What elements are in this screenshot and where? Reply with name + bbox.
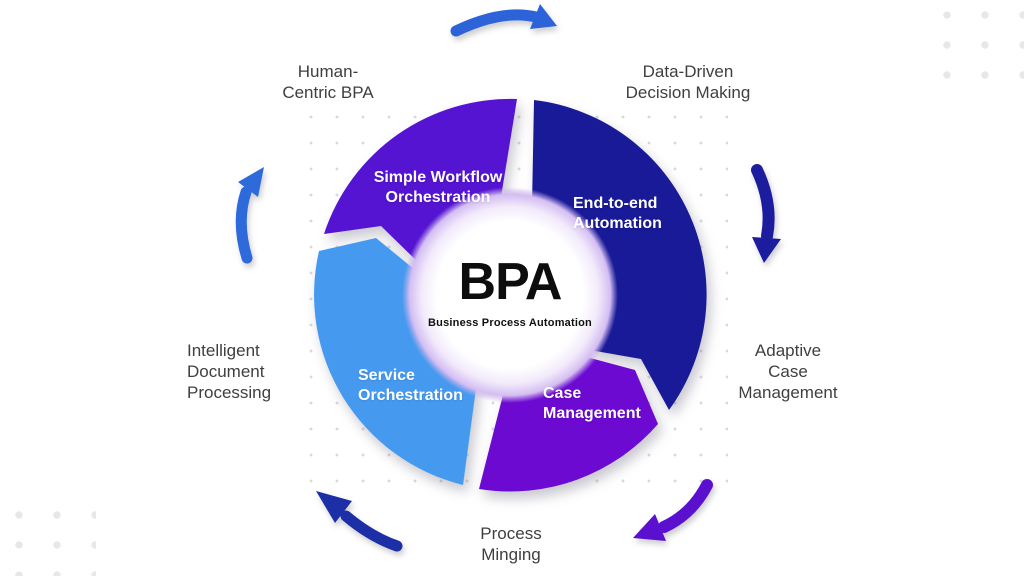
label-line: Data-Driven [642,62,734,81]
label-line: Human- [297,62,359,81]
label-adaptive-case-management: Adaptive Case Management [708,340,868,403]
segment-label-line: Service [358,367,415,384]
label-line: Processing [187,383,272,402]
label-process-minging: Process Minging [431,523,591,565]
center-circle [402,187,618,403]
segment-label-line: Automation [573,214,662,232]
dot-pattern-top-right [928,0,1024,84]
cycle-arrow-top-icon [450,4,557,37]
label-line: Management [738,383,838,402]
label-line: Adaptive [754,341,822,360]
segment-simple-workflow-orchestration [324,98,517,267]
segment-label-simple-workflow: Simple Workflow Orchestration [352,168,524,207]
cycle-arrow-bottom-right-icon [633,479,713,541]
segment-service-orchestration [314,238,477,485]
label-intelligent-document-processing: Intelligent Document Processing [187,340,271,403]
cycle-arrow-bottom-left-icon [316,491,403,552]
label-line: Document [187,362,265,381]
label-data-driven-decision-making: Data-Driven Decision Making [588,61,788,103]
label-line: Centric BPA [282,83,374,102]
segment-label-line: Orchestration [385,188,491,206]
segment-label-end-to-end: End-to-end Automation [573,194,662,233]
cycle-arrows [235,4,781,552]
segment-label-line: Management [543,404,641,422]
segment-label-line: Orchestration [358,386,463,404]
cycle-arrow-right-icon [751,164,781,263]
segment-end-to-end-automation [532,100,707,410]
center-subtitle: Business Process Automation [428,317,592,329]
segment-label-line: End-to-end [573,195,658,212]
segment-label-line: Simple Workflow [373,169,503,186]
center-title: BPA [458,253,563,311]
dot-pattern-bottom-left [0,500,96,576]
label-line: Case [768,362,808,381]
label-line: Intelligent [187,341,260,360]
cycle-arrow-left-icon [235,167,264,264]
label-line: Process [480,524,542,543]
label-human-centric-bpa: Human- Centric BPA [228,61,428,103]
segment-label-case-management: Case Management [543,384,641,423]
label-line: Decision Making [625,83,751,102]
wheel-segments [314,98,707,492]
label-line: Minging [481,545,541,564]
segment-label-line: Case [543,385,582,402]
segment-label-service-orchestration: Service Orchestration [358,366,463,405]
